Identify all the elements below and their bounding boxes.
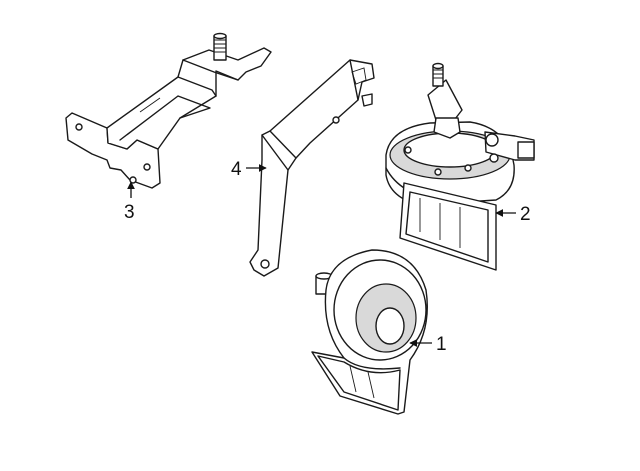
part-3-mounting-bracket xyxy=(65,32,272,189)
part-1-snail-horn xyxy=(311,249,428,415)
callout-label-1: 1 xyxy=(436,334,447,355)
callout-label-2: 2 xyxy=(520,204,531,225)
callout-label-3: 3 xyxy=(124,202,135,223)
part-2-trumpet-horn xyxy=(385,62,535,271)
callout-4: 4 xyxy=(231,159,267,180)
part-4-support-bracket xyxy=(249,59,375,277)
callout-2: 2 xyxy=(495,204,531,225)
callout-label-4: 4 xyxy=(231,159,242,180)
callout-1: 1 xyxy=(409,334,447,355)
bracket-stud xyxy=(213,32,227,61)
callout-3: 3 xyxy=(124,181,135,223)
